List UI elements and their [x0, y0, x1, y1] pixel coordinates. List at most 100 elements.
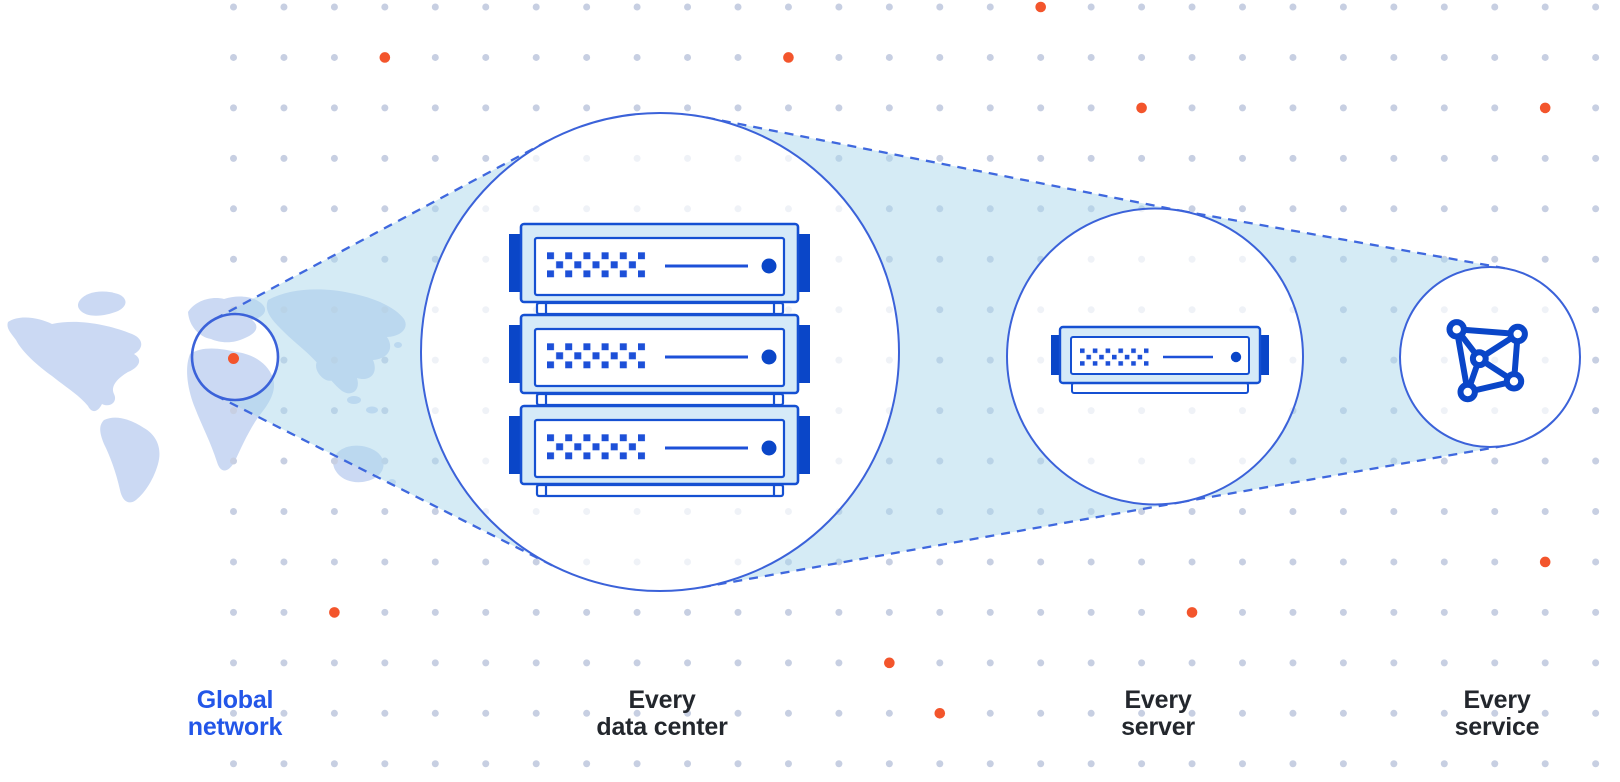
grid-dot [532, 53, 540, 61]
grid-dot [1491, 104, 1499, 112]
grid-dot [1440, 558, 1448, 566]
grid-dot [1138, 53, 1146, 61]
grid-dot [633, 3, 641, 11]
grid-dot [1188, 3, 1196, 11]
grid-dot [230, 558, 237, 566]
server-ear-right [1258, 335, 1269, 375]
grid-dot [1440, 760, 1448, 768]
grid-dot [1188, 659, 1196, 667]
server-ear-left [509, 325, 523, 383]
grid-dot [1087, 3, 1095, 11]
grid-dot [1037, 104, 1045, 112]
grid-dot [1390, 508, 1398, 515]
grid-dot [431, 608, 439, 616]
grid-dot [1339, 3, 1347, 11]
grid-dot [280, 558, 288, 566]
grid-dot [1138, 3, 1146, 11]
grid-dot [1239, 205, 1246, 213]
grid-dot [1239, 608, 1246, 616]
grid-dot [482, 659, 490, 667]
grid-dot [1138, 709, 1146, 717]
grid-dot [583, 3, 591, 11]
server-ear-right [796, 325, 810, 383]
grid-dot [1037, 709, 1045, 717]
grid-dot [1289, 659, 1297, 667]
grid-dot [885, 3, 893, 11]
grid-dot [1592, 608, 1600, 616]
grid-dot [1188, 760, 1196, 768]
location-dot-icon [228, 353, 239, 364]
grid-dot [885, 709, 893, 717]
grid-dot [230, 205, 237, 213]
grid-dot [1592, 3, 1600, 11]
accent-dot [1539, 556, 1551, 568]
grid-dot [835, 608, 843, 616]
server-ear-left [509, 234, 523, 292]
grid-dot [1390, 558, 1398, 566]
grid-dot [734, 53, 742, 61]
grid-dot [1138, 659, 1146, 667]
grid-dot [482, 53, 490, 61]
grid-dot [1592, 356, 1600, 364]
zoom-beams [214, 117, 1506, 588]
grid-dot [230, 508, 237, 515]
grid-dot [986, 608, 994, 616]
grid-dot [835, 3, 843, 11]
grid-dot [1592, 306, 1600, 314]
grid-dot [1289, 3, 1297, 11]
grid-dot [583, 760, 591, 768]
grid-dot [1289, 709, 1297, 717]
grid-dot [1390, 608, 1398, 616]
grid-dot [583, 104, 591, 112]
grid-dot [1592, 154, 1600, 162]
grid-dot [230, 457, 237, 465]
grid-dot [431, 709, 439, 717]
grid-dot [482, 709, 490, 717]
grid-dot [1339, 558, 1347, 566]
grid-dot [1541, 608, 1549, 616]
grid-dot [936, 53, 944, 61]
grid-dot [1390, 760, 1398, 768]
grid-dot [633, 53, 641, 61]
grid-dot [230, 104, 237, 112]
grid-dot [1188, 53, 1196, 61]
grid-dot [583, 709, 591, 717]
grid-dot [1339, 205, 1347, 213]
grid-dot [482, 3, 490, 11]
server-power-dot [761, 258, 777, 274]
grid-dot [431, 104, 439, 112]
grid-dot [230, 709, 237, 717]
grid-dot [936, 608, 944, 616]
grid-dot [1339, 508, 1347, 515]
grid-dot [1390, 53, 1398, 61]
grid-dot [1541, 457, 1549, 465]
grid-dot [835, 709, 843, 717]
grid-dot [482, 608, 490, 616]
grid-dot [633, 709, 641, 717]
grid-dot [280, 608, 288, 616]
grid-dot [330, 659, 338, 667]
grid-dot [1440, 53, 1448, 61]
rack-tray [535, 392, 785, 407]
grid-dot [280, 154, 288, 162]
grid-dot [1239, 104, 1246, 112]
grid-dot [1037, 154, 1045, 162]
grid-dot [1138, 760, 1146, 768]
grid-dot [1390, 154, 1398, 162]
grid-dot [1592, 760, 1600, 768]
grid-dot [482, 558, 490, 566]
grid-dot [1087, 608, 1095, 616]
grid-dot [936, 3, 944, 11]
grid-dot [381, 709, 389, 717]
grid-dot [1491, 205, 1499, 213]
grid-dot [1592, 205, 1600, 213]
grid-dot [885, 53, 893, 61]
grid-dot [1390, 3, 1398, 11]
grid-dot [1491, 255, 1499, 263]
grid-dot [431, 3, 439, 11]
grid-dot [1390, 659, 1398, 667]
grid-dot [1188, 154, 1196, 162]
grid-dot [684, 709, 692, 717]
grid-dot [431, 558, 439, 566]
